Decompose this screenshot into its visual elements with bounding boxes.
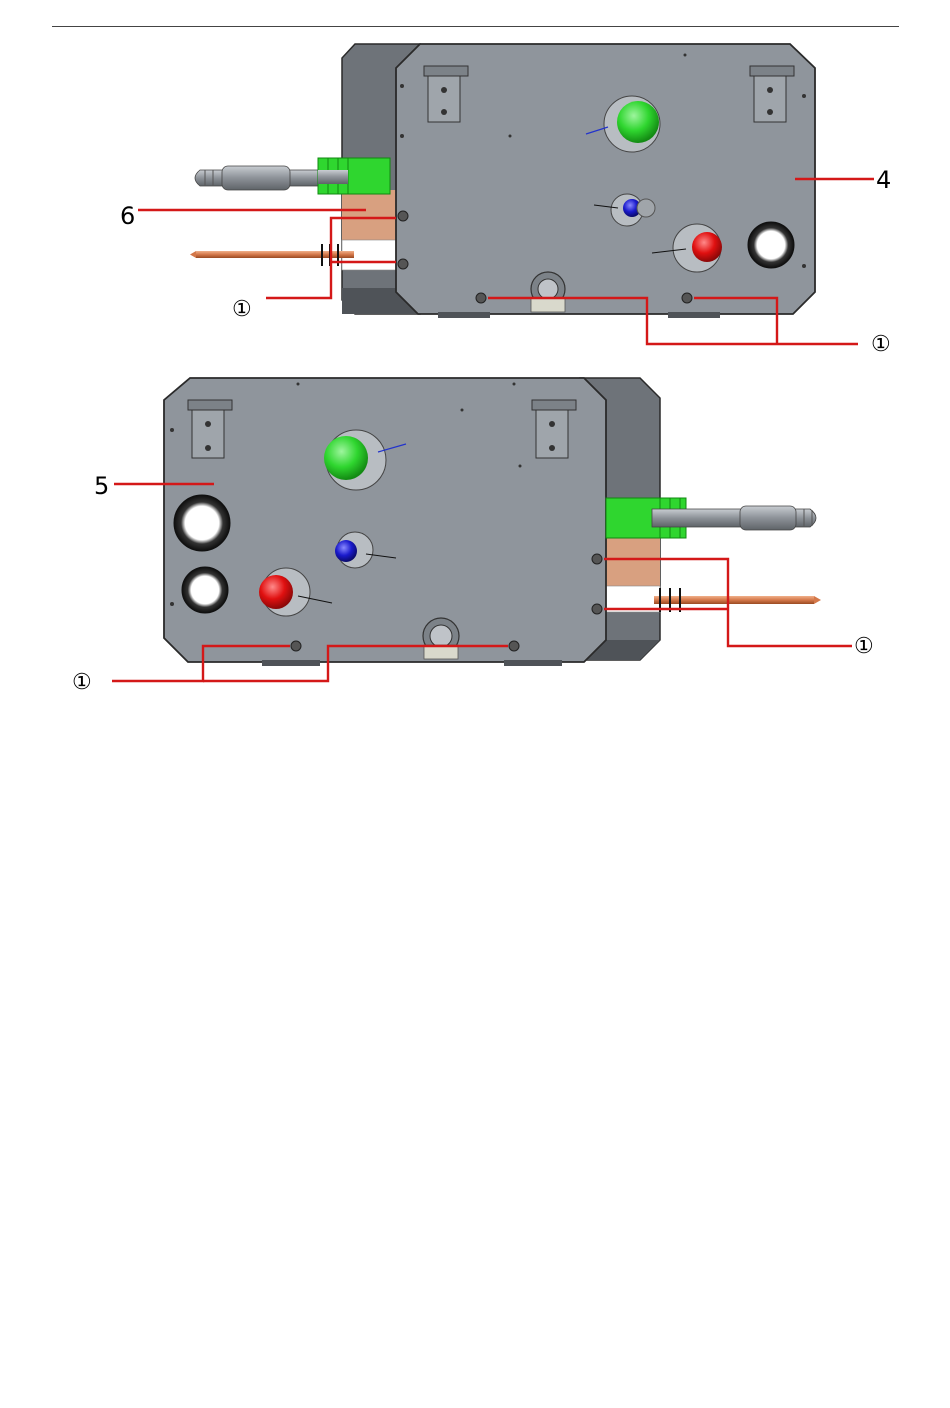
part-label-6: 6 xyxy=(120,202,135,230)
bottom-fitting xyxy=(423,618,459,659)
blue-indicator xyxy=(335,540,357,562)
screw xyxy=(509,641,519,651)
screw xyxy=(592,554,602,564)
red-indicator xyxy=(692,232,722,262)
screw xyxy=(592,604,602,614)
screw-marker-bottom-left: ① xyxy=(72,670,92,695)
temperature-probe-rod xyxy=(652,506,816,530)
copper-plate xyxy=(342,190,397,240)
cable-grommet-large xyxy=(174,495,230,551)
bottom-view-assembly: 5 ① ① xyxy=(72,378,874,695)
copper-pin xyxy=(190,244,354,266)
cover-foot xyxy=(668,312,720,318)
screw xyxy=(291,641,301,651)
top-view-assembly: 4 6 ① ① xyxy=(120,44,891,357)
green-indicator xyxy=(324,436,368,480)
screw-marker-top-left: ① xyxy=(232,297,252,322)
screw xyxy=(682,293,692,303)
part-label-4: 4 xyxy=(876,166,891,194)
cable-grommet xyxy=(748,222,794,268)
blue-indicator-cap xyxy=(637,199,655,217)
cover-foot xyxy=(438,312,490,318)
screw xyxy=(398,259,408,269)
screw-marker-top-right: ① xyxy=(871,332,891,357)
part-label-5: 5 xyxy=(94,472,109,500)
temperature-probe-rod xyxy=(195,166,320,190)
screw xyxy=(476,293,486,303)
screw xyxy=(398,211,408,221)
green-indicator xyxy=(617,101,659,143)
cable-grommet xyxy=(182,567,228,613)
cover-foot xyxy=(504,660,562,666)
red-indicator xyxy=(259,575,293,609)
bottom-fitting xyxy=(531,272,565,312)
screw-marker-bottom-right: ① xyxy=(854,634,874,659)
green-gland-nut xyxy=(318,158,390,194)
cover-foot xyxy=(262,660,320,666)
